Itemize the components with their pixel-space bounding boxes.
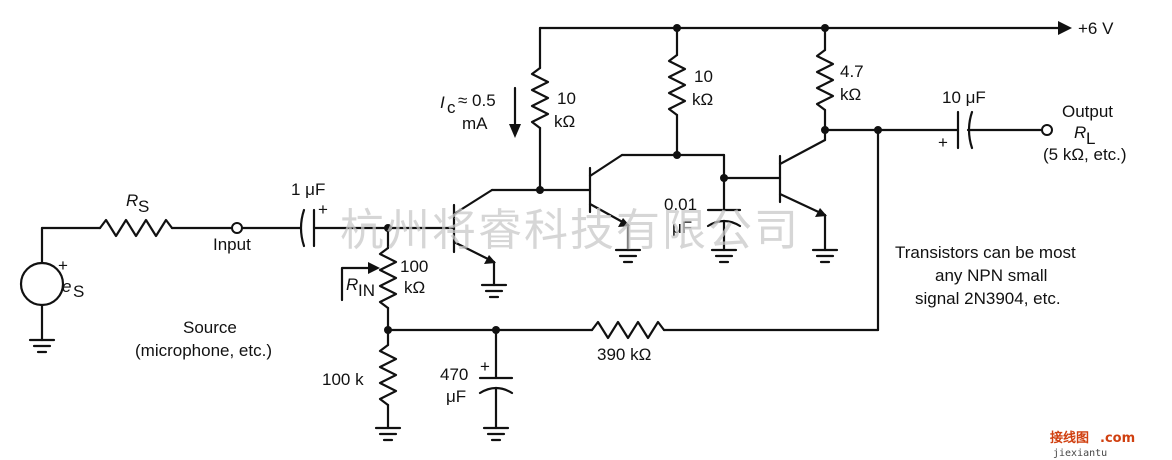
note-line-3: signal 2N3904, etc.: [915, 289, 1061, 308]
ac-source-icon: [19, 261, 65, 307]
ic-value: ≈ 0.5: [458, 91, 496, 110]
es-label: e: [62, 277, 71, 296]
brand-domain: .com: [1100, 431, 1135, 446]
c001-unit: μF: [672, 218, 692, 237]
brand-url: jiexiantu: [1053, 448, 1107, 459]
output-cap-plus: +: [938, 133, 948, 152]
c470-value: 470: [440, 365, 468, 384]
resistor-4k7-icon: [815, 48, 835, 112]
signal-source: [19, 218, 234, 354]
resistor-10k-a-icon: [530, 66, 550, 130]
r100k-top-unit: kΩ: [404, 278, 425, 297]
source-description: (microphone, etc.): [135, 341, 272, 360]
resistor-10k-q1: [530, 26, 592, 194]
resistor-rs-icon: [98, 218, 174, 238]
resistor-10k-q2: [667, 26, 782, 264]
source-label: Source: [183, 318, 237, 337]
supply-voltage-label: +6 V: [1078, 19, 1114, 38]
input-capacitor: [240, 208, 390, 248]
ic-subscript: c: [447, 98, 456, 117]
resistor-10k-b-icon: [667, 53, 687, 117]
c470-plus: +: [480, 357, 490, 376]
input-label: Input: [213, 235, 251, 254]
ground-icon: [482, 426, 510, 442]
r10k-b-value: 10: [694, 67, 713, 86]
r4k7-unit: kΩ: [840, 85, 861, 104]
ic-label: I: [440, 93, 445, 112]
resistor-100k-bottom-icon: [378, 343, 398, 407]
ground-icon: [28, 338, 56, 354]
r10k-b-unit: kΩ: [692, 90, 713, 109]
ground-icon: [811, 248, 839, 264]
input-terminal-icon[interactable]: [231, 222, 243, 234]
brand-logo-text: 接线图: [1050, 430, 1089, 446]
r10k-a-unit: kΩ: [554, 112, 575, 131]
site-brand: 接线图 .com jiexiantu: [1050, 430, 1135, 459]
transistor-q2: [588, 153, 679, 264]
ground-icon: [480, 283, 508, 299]
supply-arrow-icon: [1058, 21, 1072, 35]
transistor-q3: [778, 138, 839, 264]
ic-unit: mA: [462, 114, 488, 133]
input-cap-plus: +: [318, 200, 328, 219]
watermark-text: 杭州将睿科技有限公司: [340, 205, 800, 256]
rs-label: R: [126, 191, 138, 210]
resistor-390k-icon: [590, 320, 666, 340]
r390k-value: 390 kΩ: [597, 345, 651, 364]
c001-value: 0.01: [664, 195, 697, 214]
r10k-a-value: 10: [557, 89, 576, 108]
output-cap-value: 10 μF: [942, 88, 986, 107]
output-label: Output: [1062, 102, 1113, 121]
rl-value: (5 kΩ, etc.): [1043, 145, 1127, 164]
rs-subscript: S: [138, 197, 149, 216]
ground-icon: [710, 248, 738, 264]
supply-rail: [538, 21, 1072, 35]
input-cap-value: 1 μF: [291, 180, 325, 199]
c470-unit: μF: [446, 387, 466, 406]
rin-label: R: [346, 275, 358, 294]
resistor-4k7-q3: [815, 26, 960, 142]
rin-subscript: IN: [358, 281, 375, 300]
rin-arrow-icon: [340, 262, 380, 302]
transistor-q1: [386, 188, 542, 299]
source-plus-sign: +: [58, 256, 68, 275]
note-line-1: Transistors can be most: [895, 243, 1076, 262]
output-capacitor: [956, 110, 1044, 150]
note-line-2: any NPN small: [935, 266, 1047, 285]
ground-icon: [614, 248, 642, 264]
current-arrow-icon: [509, 86, 521, 138]
bias-network: [374, 128, 880, 442]
rl-subscript: L: [1086, 129, 1095, 148]
rl-label: R: [1074, 123, 1086, 142]
capacitor-curved-plate-icon: [299, 208, 306, 248]
r100k-top-value: 100: [400, 257, 428, 276]
resistor-100k-top-icon: [378, 246, 398, 310]
output-terminal-icon[interactable]: [1041, 124, 1053, 136]
r4k7-value: 4.7: [840, 62, 864, 81]
r100k-bottom-value: 100 k: [322, 370, 364, 389]
ground-icon: [374, 426, 402, 442]
es-subscript: S: [73, 282, 84, 301]
